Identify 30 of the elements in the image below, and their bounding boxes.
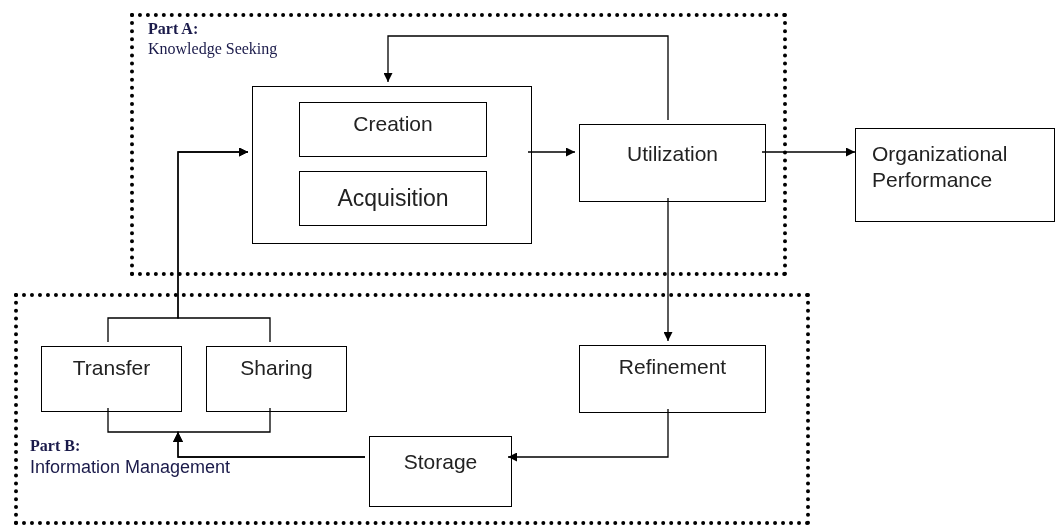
process-box [41,346,182,412]
arrow [527,147,576,157]
process-box [579,124,766,202]
box-label: Refinement [618,354,727,380]
dotted-group-frame [130,13,787,276]
box-label: Sharing [240,355,313,381]
box-label: Utilization [626,141,718,167]
arrow [663,197,673,342]
process-box [369,436,512,507]
arrow [177,147,271,343]
box-label: Acquisition [337,184,449,213]
box-label: Transfer [72,355,151,381]
container-box [252,86,532,244]
process-box [579,345,766,413]
group-title: Part B: [30,436,81,456]
arrow [173,407,366,458]
box-label: Storage [403,449,478,475]
process-box [206,346,347,412]
arrow [507,408,669,462]
group-subtitle: Information Management [30,456,231,479]
group-subtitle: Knowledge Seeking [148,39,278,60]
arrow [383,35,669,121]
process-box [299,102,487,157]
arrow [761,147,856,157]
box-label: Organizational Performance [872,141,1009,194]
box-label: Creation [353,111,433,137]
dotted-group-frame [14,293,810,525]
process-box [299,171,487,226]
process-box [855,128,1055,222]
group-title: Part A: [148,19,199,39]
